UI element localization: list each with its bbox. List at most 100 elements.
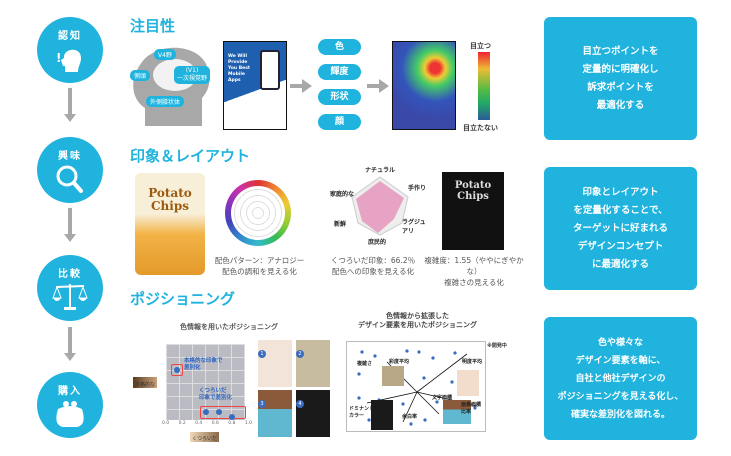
radar-label: 家庭的な [330,191,355,198]
color-wheel-chart [225,180,291,246]
bag-text: Chips [457,191,489,202]
left-scatter-plot: 本格的な印象で差別化 くつろいだ印象で差別化 [166,344,246,420]
x-axis-label: くつろいだ [190,432,220,442]
summary-line: 印象とレイアウト [582,186,659,198]
caption-line: 配色パターン：アナロジー [214,256,305,265]
svg-text:!: ! [56,51,61,65]
feature-shape: 形状 [318,89,361,105]
radar-label: 庶民的 [368,239,387,246]
summary-positioning: 色や様々なデザイン要素を軸に、自社と他社デザインのポジショニングを見える化し、確… [544,317,697,440]
note-line: 印象で差別化 [199,395,233,401]
caption-line: くつろいだ印象：66.2％ [330,256,416,265]
caption-line: 配色への印象を見える化 [331,267,415,276]
right-chart-title: 色情報から拡張したデザイン要素を用いたポジショニング [345,312,490,330]
vector-label-dominant: ドミナントカラー [349,406,374,420]
brain-label-v4: V4野 [154,49,176,60]
tick: 1.0 [244,421,252,426]
tick: 0.4 [195,421,203,426]
caption-line: 複雑度：1.55（ややにぎやかな） [424,256,524,276]
tick: 0.8 [228,421,236,426]
highlight-box [171,364,183,376]
vector-label: 彩度平均 [389,359,410,365]
annotation-authentic: 本格的な印象で差別化 [184,358,223,372]
impression-radar-chart: ナチュラル 手作り ラグジュアリ 庶民的 新鮮 家庭的な [330,165,430,246]
title-line: デザイン要素を用いたポジショニング [358,321,477,329]
bag-text: Chips [151,199,189,213]
radar-label: ラグジュアリ [402,219,426,235]
scale-low-label: 目立たない [463,124,498,132]
menu-image-2: 2 [296,340,330,387]
vector-label: 明度平均 [462,359,483,365]
note-line: 差別化 [184,365,201,371]
thumb-image [457,370,479,396]
stage-comparison: 比較 [37,255,103,321]
tick: 0.6 [211,421,219,426]
stage-label: 認知 [58,31,82,42]
summary-line: デザイン要素を軸に、 [575,355,666,366]
thumb-image [443,400,471,424]
menu-number: 2 [296,350,304,358]
development-note: ※開発中 [487,343,507,349]
down-arrow-icon [64,327,76,361]
down-arrow-icon [64,208,76,242]
vector-label: 余白率 [402,414,418,420]
radar-caption: くつろいだ印象：66.2％ 配色への印象を見える化 [318,255,428,277]
stage-label: 購入 [58,386,82,397]
caption-line: 配色の調和を見える化 [222,267,297,276]
thumb-image [371,400,393,430]
stage-label: 比較 [58,269,82,280]
summary-line: に最適化する [591,258,649,270]
vector-label: 文字面積 [432,395,453,401]
menu-image-1: 1 [258,340,292,387]
y-axis-label: 本格的な [133,377,158,388]
data-point [216,409,222,415]
scale-high-label: 目立つ [470,42,491,50]
data-point [174,367,180,373]
brain-label-v1-b: 一次視覚野 [177,75,208,82]
section-title-attention: 注目性 [130,17,176,35]
feature-color: 色 [318,39,361,55]
summary-attention: 目立つポイントを定量的に明確化し訴求ポイントを最適化する [544,17,697,140]
summary-line: ポジショニングを見える化し、 [557,391,684,402]
radar-label: ナチュラル [365,167,396,174]
right-arrow-icon [290,79,312,93]
phone-graphic [260,50,280,90]
down-arrow-icon [64,88,76,122]
summary-line: 最適化する [596,99,645,111]
stage-awareness: 認知 ! [37,17,103,83]
feature-face: 顔 [318,114,361,130]
right-biplot: 複雑さ 彩度平均 明度平均 ドミナントカラー 文字面積 余白率 画像面積比率 [346,341,486,432]
thumb-image [382,366,404,386]
tick: 0.2 [178,421,186,426]
radar-label: 手作り [408,185,427,192]
label-line: カラー [349,413,365,419]
summary-line: 自社と他社デザインの [575,373,666,384]
complexity-caption: 複雑度：1.55（ややにぎやかな） 複雑さの見える化 [420,255,528,288]
annotation-relaxed: くつろいだ印象で差別化 [199,388,232,402]
scale-icon [52,284,88,310]
label-line: ドミナント [349,406,375,412]
x-ticks: 0.0 0.2 0.4 0.6 0.8 1.0 [162,421,252,426]
tick: 0.0 [162,421,170,426]
stage-purchase: 購入 [37,372,103,438]
brain-diagram: V4野 側頭 (V1)一次視覚野 外側膝状体 [130,40,215,128]
summary-line: 色や様々な [597,337,643,348]
saliency-heatmap [392,41,456,130]
vector-label: 複雑さ [357,361,373,367]
stage-label: 興味 [58,151,82,162]
magnifier-icon [56,165,83,193]
highlight-box [200,406,246,419]
feature-luminance: 輝度 [318,64,361,80]
right-arrow-icon [367,79,389,93]
note-line: くつろいだ [199,388,227,394]
summary-impression: 印象とレイアウトを定量化することで、ターゲットに好まれるデザインコンセプトに最適… [544,167,697,290]
bag-text: Potato [454,180,492,191]
color-caption: 配色パターン：アナロジー配色の調和を見える化 [212,255,307,277]
menu-number: 1 [258,350,266,358]
caption-line: 複雑さの見える化 [444,278,504,287]
summary-line: 目立つポイントを [582,45,659,57]
note-line: 本格的な印象で [184,358,223,364]
menu-image-3: 3 [258,390,292,437]
